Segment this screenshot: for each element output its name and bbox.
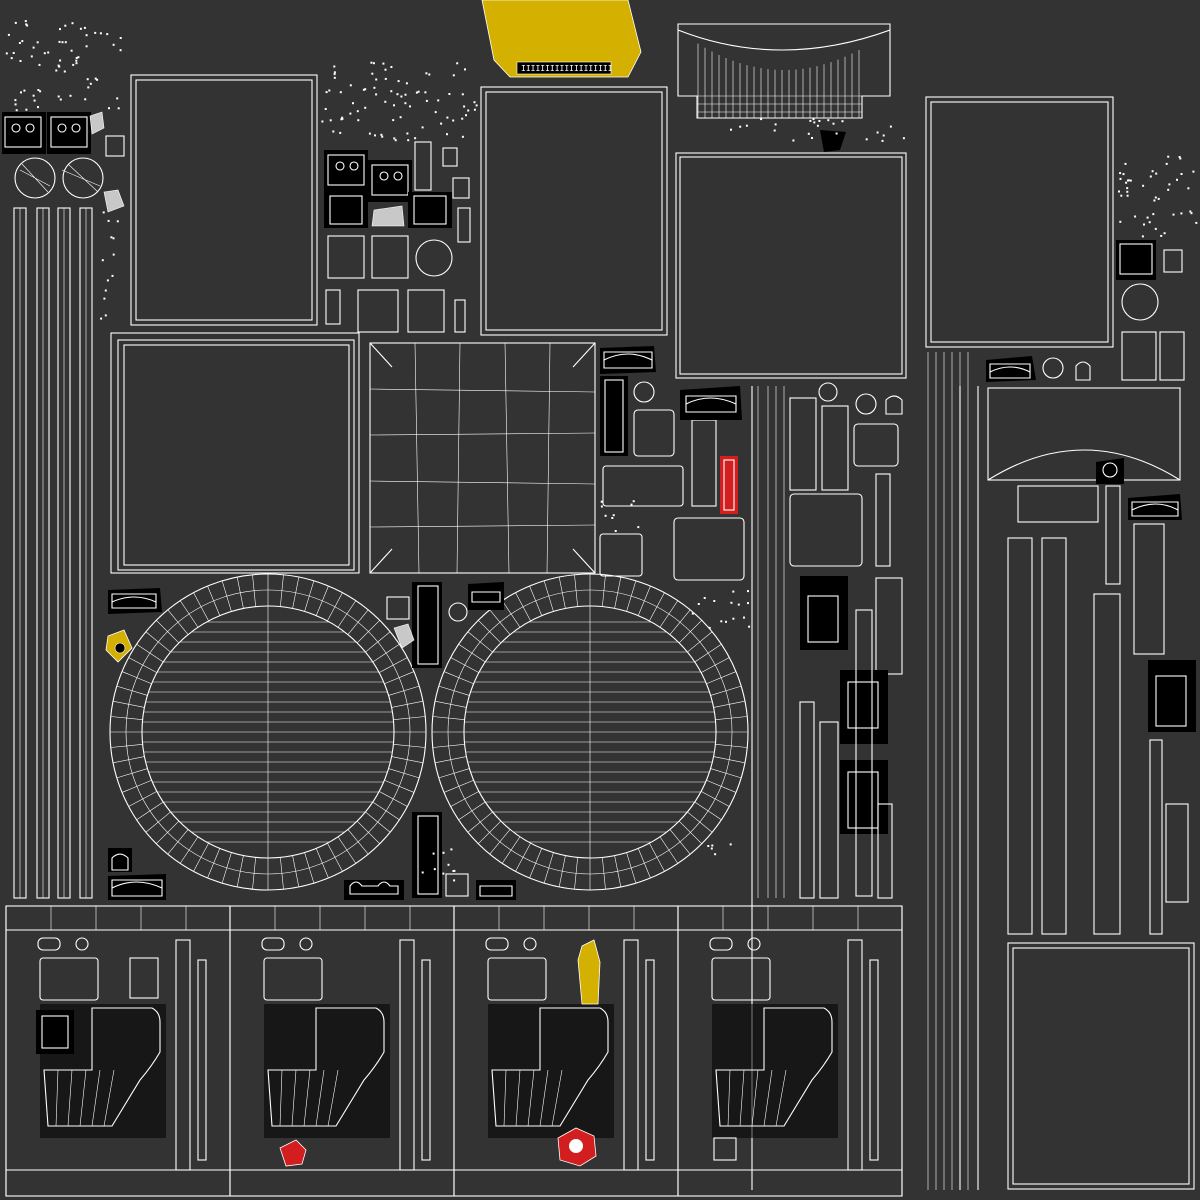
bottom-cells-row[interactable] — [5, 905, 903, 1197]
panel-bottom-right[interactable] — [1007, 942, 1195, 1190]
top-left-parts[interactable] — [2, 111, 125, 213]
mid-left-parts[interactable] — [105, 588, 166, 900]
center-connector-parts[interactable] — [344, 582, 516, 900]
panel-top-center[interactable] — [480, 86, 668, 336]
yellow-top-tab[interactable]: IIIIIIIIIIIIIIIIIII — [481, 0, 642, 78]
tab-label-text: IIIIIIIIIIIIIIIIIII — [521, 64, 613, 73]
uv-circle-left[interactable] — [109, 573, 427, 891]
panel-left-square[interactable] — [110, 332, 360, 574]
uv-circle-right[interactable] — [431, 573, 749, 891]
right-vertical-strips[interactable] — [751, 352, 979, 1190]
grid-sheet[interactable] — [369, 342, 596, 574]
panel-mid-center[interactable] — [675, 152, 907, 379]
panel-top-right[interactable] — [925, 96, 1114, 348]
mid-center-parts[interactable] — [599, 346, 745, 581]
panel-top-left[interactable] — [130, 74, 318, 326]
center-right-parts[interactable] — [789, 382, 903, 899]
top-arch-sheet[interactable] — [677, 23, 891, 119]
scatter-dots — [5, 20, 1198, 882]
left-vertical-strips[interactable] — [13, 207, 93, 899]
center-upper-cluster[interactable] — [324, 141, 471, 333]
right-cluster[interactable] — [820, 130, 1196, 935]
